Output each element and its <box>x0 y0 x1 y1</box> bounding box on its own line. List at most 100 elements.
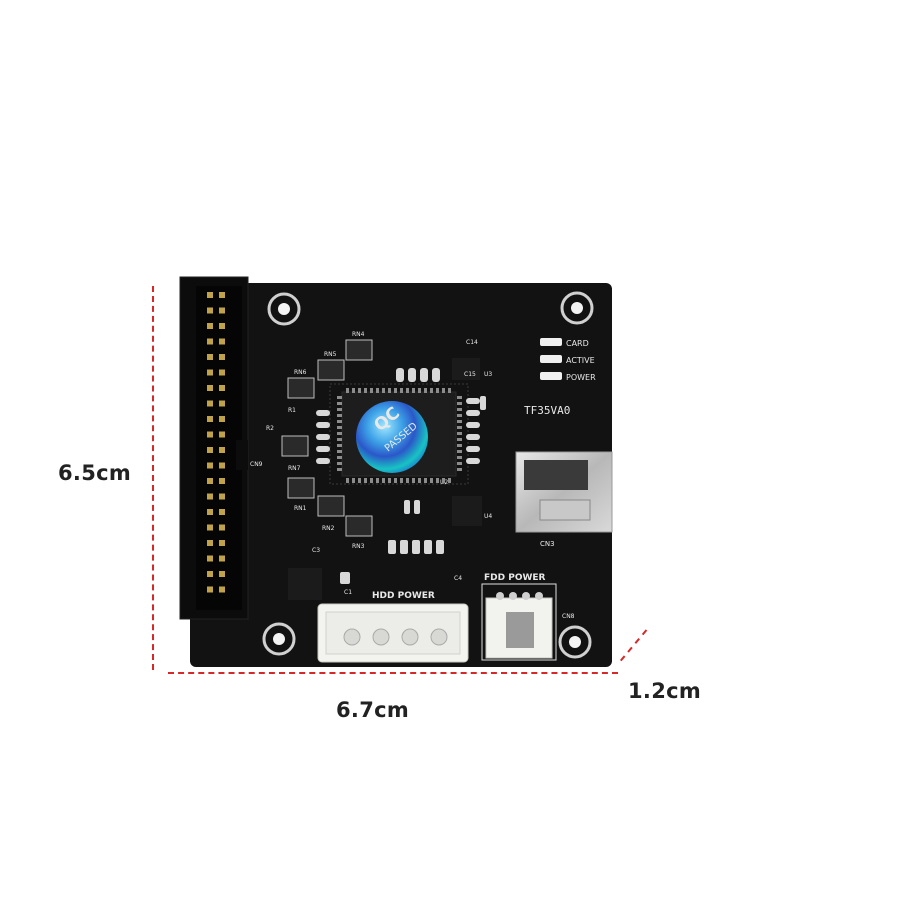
ide-pin <box>207 354 213 360</box>
led-label-power: POWER <box>566 373 596 382</box>
chip-pin <box>448 388 451 393</box>
chip-pin <box>388 388 391 393</box>
chip-pin <box>358 388 361 393</box>
led-row-active: ACTIVE <box>540 355 595 365</box>
ide-pin <box>219 555 225 562</box>
svg-text:R1: R1 <box>288 407 296 414</box>
width-dimension-line <box>168 672 618 674</box>
resistor-networks <box>281 339 373 537</box>
chip-pin <box>457 402 462 405</box>
svg-text:RN7: RN7 <box>288 465 301 472</box>
chip-pin <box>400 388 403 393</box>
ide-pin <box>207 400 213 407</box>
chip-pin <box>430 388 433 393</box>
ide-pin <box>207 524 213 531</box>
sd-card-slot <box>515 451 613 533</box>
chip-pin <box>337 420 342 423</box>
ide-pin <box>207 338 213 345</box>
ide-pin <box>207 555 213 562</box>
chip-pin <box>382 388 385 393</box>
fdd-power-label: FDD POWER <box>484 573 546 583</box>
qc-passed-sticker: QC PASSED <box>356 401 428 473</box>
svg-text:C3: C3 <box>312 547 320 554</box>
svg-text:RN6: RN6 <box>294 369 307 376</box>
chip-pin <box>457 462 462 465</box>
chip-pin <box>382 478 385 483</box>
chip-pin <box>337 444 342 447</box>
svg-text:C4: C4 <box>454 575 462 582</box>
chip-pin <box>370 478 373 483</box>
ide-pin <box>207 323 213 329</box>
ide-pin <box>207 586 213 593</box>
chip-pin <box>337 450 342 453</box>
chip-pin <box>430 478 433 483</box>
chip-pin <box>337 408 342 411</box>
ide-pin <box>219 369 225 376</box>
svg-text:U3: U3 <box>484 371 492 378</box>
ide-pin <box>219 354 225 360</box>
ide-pin <box>219 292 225 298</box>
chip-pin <box>337 432 342 435</box>
chip-pin <box>436 478 439 483</box>
chip-pin <box>376 478 379 483</box>
chip-pin <box>442 478 445 483</box>
svg-text:R2: R2 <box>266 425 274 432</box>
mounting-hole-top-left <box>267 292 301 326</box>
model-label: TF35VA0 <box>524 404 570 417</box>
svg-text:C1: C1 <box>344 589 352 596</box>
ide-pin <box>207 493 213 500</box>
ide-pin <box>219 509 225 515</box>
ide-ref-label: CN9 <box>250 461 263 468</box>
chip-pin <box>346 388 349 393</box>
chip-pin <box>337 402 342 405</box>
ide-pin <box>219 524 225 531</box>
chip-pin <box>424 388 427 393</box>
chip-pin <box>337 426 342 429</box>
chip-pin <box>412 388 415 393</box>
chip-pin <box>436 388 439 393</box>
ide-pin <box>207 292 213 298</box>
chip-pin <box>457 456 462 459</box>
chip-pin <box>337 462 342 465</box>
chip-pin <box>457 444 462 447</box>
chip-pin <box>364 478 367 483</box>
chip-pin <box>337 468 342 471</box>
chip-pin <box>418 478 421 483</box>
chip-pin <box>337 456 342 459</box>
chip-pin <box>457 438 462 441</box>
chip-pin <box>394 478 397 483</box>
chip-pin <box>457 426 462 429</box>
ic-u3 <box>452 358 480 380</box>
ide-pin <box>207 478 213 484</box>
svg-text:C14: C14 <box>466 339 478 346</box>
chip-pin <box>358 478 361 483</box>
chip-pin <box>388 478 391 483</box>
chip-pin <box>394 388 397 393</box>
chip-pin <box>406 478 409 483</box>
chip-pin <box>442 388 445 393</box>
chip-pin <box>424 478 427 483</box>
chip-pin <box>457 468 462 471</box>
chip-pin <box>457 396 462 399</box>
ide-pin <box>207 307 213 314</box>
ic-u1 <box>288 568 322 600</box>
ide-pin <box>207 385 213 391</box>
chip-pin <box>406 388 409 393</box>
ide-pin <box>219 385 225 391</box>
chip-pin <box>457 420 462 423</box>
chip-pin <box>337 396 342 399</box>
chip-pin <box>457 432 462 435</box>
ide-pin <box>207 540 213 546</box>
width-dimension-label: 6.7cm <box>336 698 410 722</box>
svg-text:RN3: RN3 <box>352 543 365 550</box>
chip-pin <box>457 414 462 417</box>
led-label-card: CARD <box>566 339 589 348</box>
thickness-dimension-label: 1.2cm <box>628 679 702 703</box>
chip-pin <box>457 450 462 453</box>
svg-text:RN5: RN5 <box>324 351 337 358</box>
ide-pin <box>207 509 213 515</box>
chip-pin <box>376 388 379 393</box>
ide-pin <box>219 586 225 593</box>
ide-pin <box>219 540 225 546</box>
